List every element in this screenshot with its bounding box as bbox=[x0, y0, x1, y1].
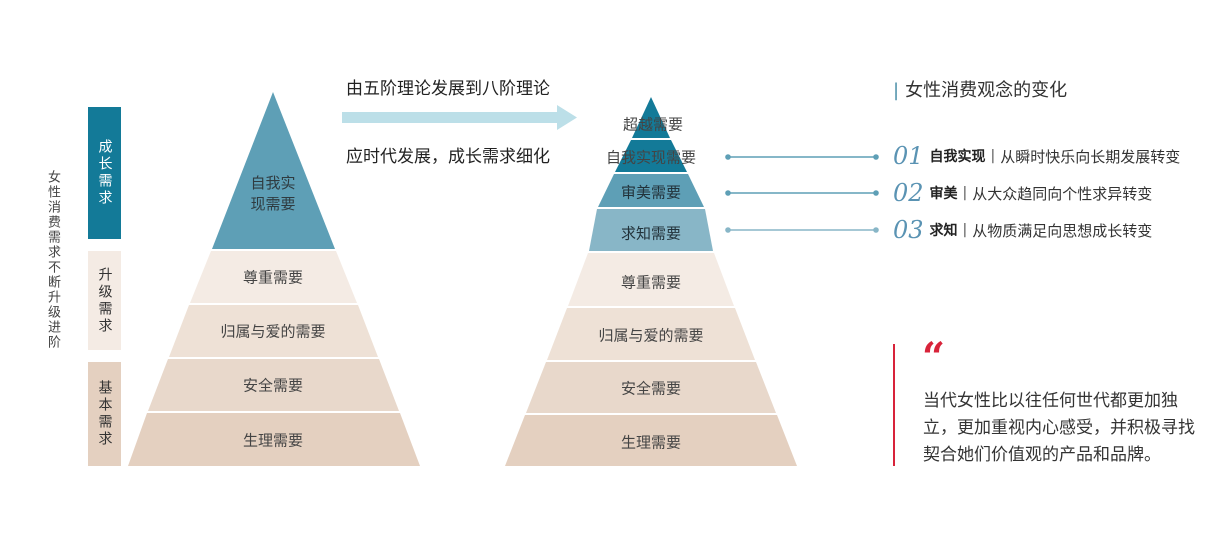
left-layer-1-label: 尊重需要 bbox=[242, 268, 304, 287]
right-layer-2-label: 自我实现需要 bbox=[605, 148, 697, 167]
trend-separator: | bbox=[990, 148, 996, 164]
right-layer-4-label: 求知需要 bbox=[620, 224, 682, 243]
trend-row-3: 03 求知 | 从物质满足向思想成长转变 bbox=[893, 216, 1152, 244]
right-layer-4 bbox=[589, 209, 713, 251]
right-layer-3-label: 审美需要 bbox=[620, 183, 682, 202]
left-layer-2-label: 归属与爱的需要 bbox=[220, 322, 326, 341]
quote-mark-icon: “ bbox=[922, 334, 946, 381]
title-bar-icon: | bbox=[893, 80, 900, 101]
right-layer-6-label: 归属与爱的需要 bbox=[598, 326, 704, 345]
trend-number: 01 bbox=[893, 142, 924, 170]
left-layer-1 bbox=[190, 251, 357, 303]
arrow-head bbox=[557, 105, 577, 130]
trend-number: 02 bbox=[893, 179, 924, 207]
trend-row-1: 01 自我实现 | 从瞬时快乐向长期发展转变 bbox=[893, 142, 1180, 170]
right-layer-1 bbox=[632, 97, 670, 138]
connector-2 bbox=[725, 190, 879, 196]
right-layer-3 bbox=[598, 174, 704, 207]
category-upgrade: 升级需求 bbox=[88, 251, 121, 350]
trend-desc: 从大众趋同向个性求异转变 bbox=[972, 184, 1153, 203]
side-vertical-label: 女性消费需求不断升级进阶 bbox=[45, 170, 60, 350]
trend-separator: | bbox=[962, 222, 968, 238]
right-layer-8 bbox=[505, 415, 797, 466]
quote-rule bbox=[893, 344, 895, 466]
left-top-label: 自我实现需要 bbox=[250, 174, 296, 213]
trend-desc: 从瞬时快乐向长期发展转变 bbox=[1000, 147, 1181, 166]
arrow-shaft bbox=[342, 112, 560, 123]
connector-1 bbox=[725, 154, 879, 160]
trend-desc: 从物质满足向思想成长转变 bbox=[972, 221, 1153, 240]
category-growth: 成长需求 bbox=[88, 107, 121, 239]
trend-separator: | bbox=[962, 185, 968, 201]
right-layer-2 bbox=[615, 140, 687, 172]
right-layer-6 bbox=[547, 308, 755, 360]
left-pyramid-top bbox=[212, 92, 335, 249]
trend-row-2: 02 审美 | 从大众趋同向个性求异转变 bbox=[893, 179, 1152, 207]
arrow-caption-1: 由五阶理论发展到八阶理论 bbox=[346, 79, 550, 99]
right-layer-5 bbox=[568, 253, 734, 306]
left-layer-4 bbox=[128, 413, 420, 466]
category-basic: 基本需求 bbox=[88, 362, 121, 466]
trend-key: 求知 bbox=[929, 223, 958, 239]
trends-title: |女性消费观念的变化 bbox=[893, 76, 1067, 102]
left-layer-2 bbox=[169, 305, 378, 357]
right-layer-7-label: 安全需要 bbox=[620, 379, 682, 398]
right-layer-7 bbox=[526, 362, 776, 413]
arrow-caption-2: 应时代发展，成长需求细化 bbox=[346, 147, 550, 167]
left-layer-3 bbox=[148, 359, 399, 411]
trend-key: 审美 bbox=[929, 186, 958, 202]
left-layer-4-label: 生理需要 bbox=[242, 431, 304, 450]
trend-key: 自我实现 bbox=[929, 149, 986, 165]
left-layer-3-label: 安全需要 bbox=[242, 376, 304, 395]
connector-3 bbox=[725, 227, 879, 233]
right-layer-5-label: 尊重需要 bbox=[620, 273, 682, 292]
right-layer-8-label: 生理需要 bbox=[620, 433, 682, 452]
trend-number: 03 bbox=[893, 216, 924, 244]
quote-text: 当代女性比以往任何世代都更加独立，更加重视内心感受，并积极寻找契合她们价值观的产… bbox=[923, 391, 1195, 465]
category-upgrade-label: 升级需求 bbox=[96, 266, 113, 335]
category-growth-label: 成长需求 bbox=[96, 139, 113, 207]
category-basic-label: 基本需求 bbox=[96, 380, 113, 448]
right-layer-1-label: 超越需要 bbox=[622, 115, 684, 134]
trends-title-text: 女性消费观念的变化 bbox=[905, 80, 1068, 101]
